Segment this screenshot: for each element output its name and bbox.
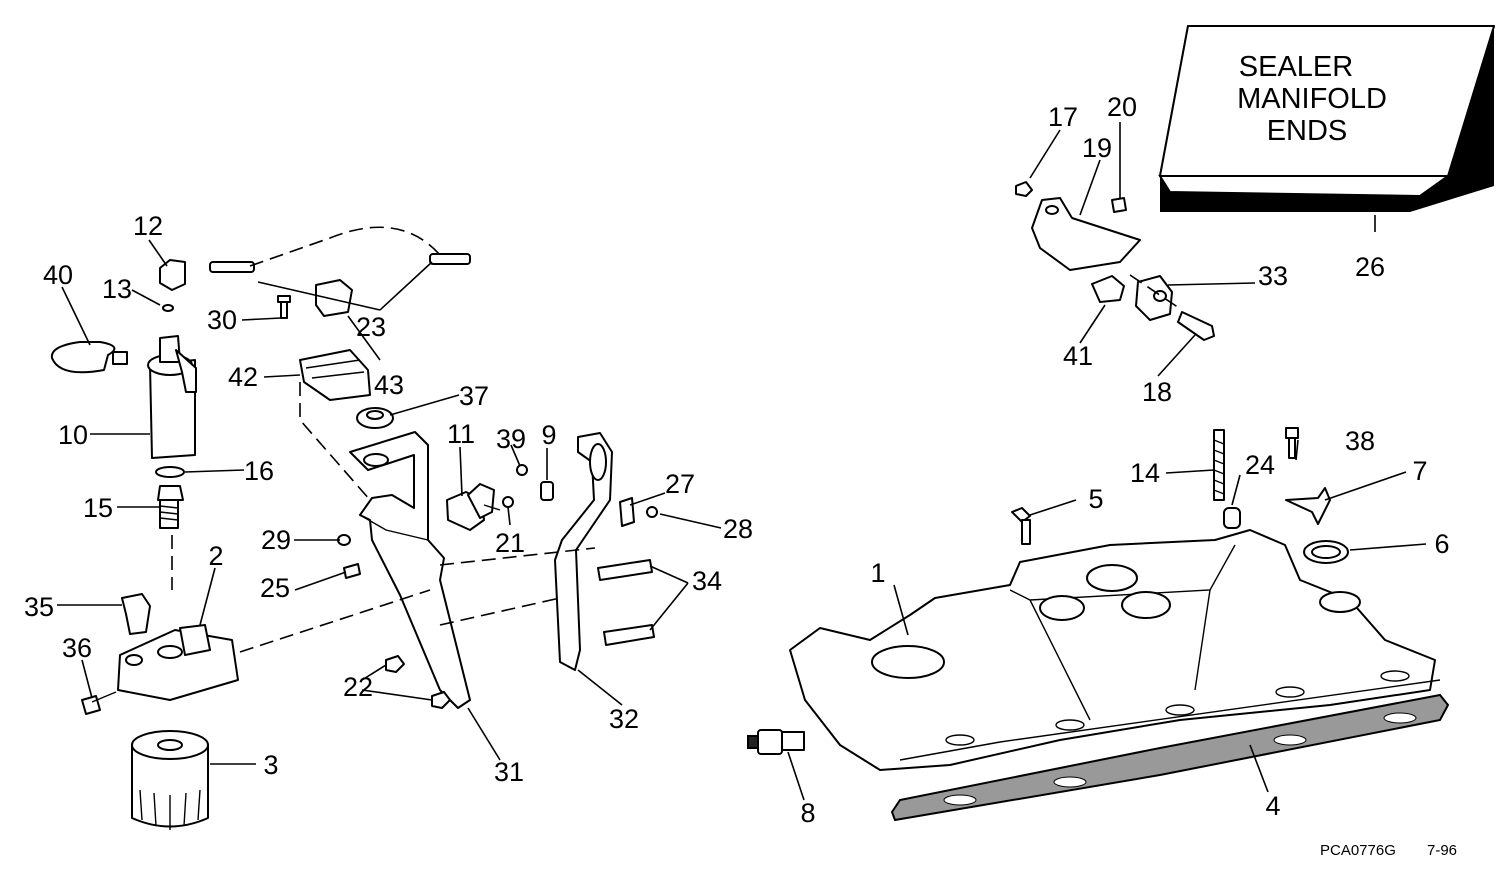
callout-42: 42 bbox=[228, 362, 258, 392]
callout-40: 40 bbox=[43, 260, 73, 290]
callout-17: 17 bbox=[1048, 102, 1078, 132]
fuel-filter-canister bbox=[131, 730, 209, 830]
callout-22: 22 bbox=[343, 672, 373, 702]
small-hardware-cluster bbox=[239, 464, 658, 709]
callout-4: 4 bbox=[1265, 791, 1280, 821]
drawing-date: 7-96 bbox=[1427, 842, 1457, 859]
fuel-filter-base bbox=[81, 593, 239, 715]
callout-12: 12 bbox=[133, 211, 163, 241]
callout-31: 31 bbox=[494, 757, 524, 787]
callout-3: 3 bbox=[263, 750, 278, 780]
fuel-pump-assembly bbox=[50, 259, 197, 590]
callout-7: 7 bbox=[1412, 456, 1427, 486]
callout-5: 5 bbox=[1088, 484, 1103, 514]
note-line-2: MANIFOLD bbox=[1237, 83, 1387, 115]
callout-43: 43 bbox=[374, 370, 404, 400]
note-line-1: SEALER bbox=[1239, 51, 1353, 83]
callout-23: 23 bbox=[356, 312, 386, 342]
callout-34: 34 bbox=[692, 566, 722, 596]
callout-27: 27 bbox=[665, 469, 695, 499]
drawing-code: PCA0776G bbox=[1320, 842, 1396, 859]
callout-19: 19 bbox=[1082, 133, 1112, 163]
callout-2: 2 bbox=[208, 541, 223, 571]
relay-bracket-group bbox=[277, 279, 394, 429]
callout-20: 20 bbox=[1107, 92, 1137, 122]
callout-35: 35 bbox=[24, 592, 54, 622]
manifold-gasket bbox=[890, 693, 1450, 822]
callout-14: 14 bbox=[1130, 458, 1160, 488]
callout-24: 24 bbox=[1245, 450, 1275, 480]
callout-28: 28 bbox=[723, 514, 753, 544]
callout-6: 6 bbox=[1434, 529, 1449, 559]
callout-18: 18 bbox=[1142, 377, 1172, 407]
callout-13: 13 bbox=[102, 274, 132, 304]
callout-16: 16 bbox=[244, 456, 274, 486]
callout-33: 33 bbox=[1258, 261, 1288, 291]
engine-mount-bracket bbox=[1015, 181, 1215, 341]
callout-labels: 1 2 3 4 5 6 7 8 9 10 11 12 13 14 15 16 1… bbox=[24, 92, 1450, 828]
callout-11: 11 bbox=[447, 419, 475, 449]
callout-39: 39 bbox=[496, 424, 526, 454]
callout-30: 30 bbox=[207, 305, 237, 335]
fuel-line bbox=[209, 226, 471, 273]
mounting-bracket-right bbox=[554, 432, 613, 671]
mounting-bracket-left bbox=[349, 431, 471, 709]
callout-38: 38 bbox=[1345, 426, 1375, 456]
intake-manifold bbox=[789, 529, 1441, 771]
callout-37: 37 bbox=[459, 381, 489, 411]
leader-lines bbox=[57, 122, 1427, 801]
temperature-sender bbox=[747, 729, 805, 755]
sealer-note-box: SEALER MANIFOLD ENDS bbox=[1158, 25, 1495, 212]
callout-1: 1 bbox=[870, 558, 885, 588]
callout-29: 29 bbox=[261, 525, 291, 555]
callout-8: 8 bbox=[800, 798, 815, 828]
callout-32: 32 bbox=[609, 704, 639, 734]
callout-21: 21 bbox=[495, 528, 525, 558]
callout-9: 9 bbox=[541, 420, 556, 450]
note-line-3: ENDS bbox=[1267, 115, 1348, 147]
manifold-hardware bbox=[1011, 427, 1349, 564]
callout-25: 25 bbox=[260, 573, 290, 603]
callout-10: 10 bbox=[58, 420, 88, 450]
callout-26: 26 bbox=[1355, 252, 1385, 282]
callout-15: 15 bbox=[83, 493, 113, 523]
callout-41: 41 bbox=[1063, 341, 1093, 371]
callout-36: 36 bbox=[62, 633, 92, 663]
